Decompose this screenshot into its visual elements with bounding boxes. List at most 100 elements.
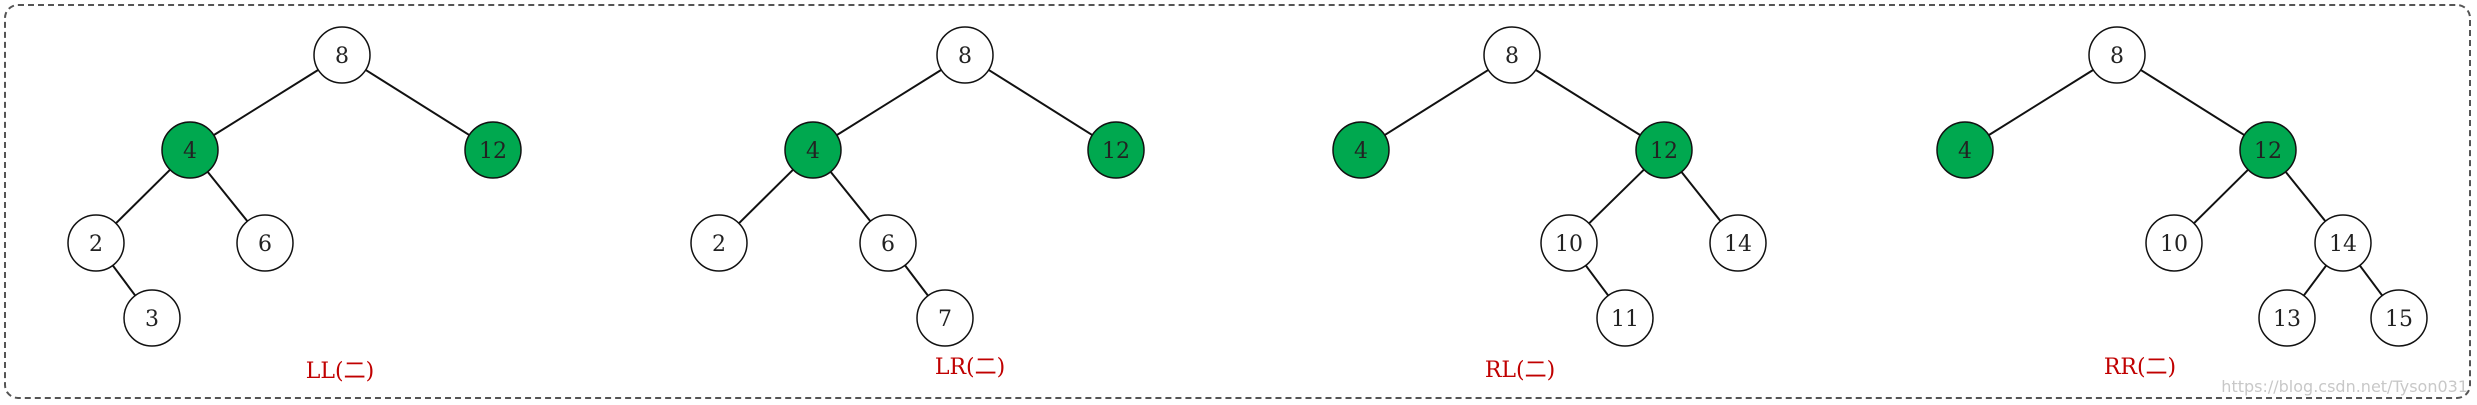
diagram-caption: LR(二) <box>935 355 1005 380</box>
node-label: 12 <box>2254 139 2282 164</box>
edge-n4-n2 <box>738 168 794 225</box>
edge-n8-n4 <box>1384 69 1489 136</box>
edge-n8-n12 <box>365 69 470 136</box>
edge-n8-n12 <box>988 69 1093 136</box>
tree-node: 12 <box>464 121 522 179</box>
edge-n12-n10 <box>1588 168 1645 225</box>
edge-n8-n4 <box>213 68 319 137</box>
tree-node: 12 <box>1635 121 1693 179</box>
node-label: 4 <box>183 139 197 164</box>
node-label: 8 <box>1505 44 1519 69</box>
edge-n12-n14 <box>2284 171 2327 222</box>
node-circle <box>1635 121 1693 179</box>
tree-node: 6 <box>859 214 917 272</box>
edge-n4-n6 <box>829 171 872 222</box>
tree-node: 4 <box>1332 121 1390 179</box>
node-circle <box>313 26 371 84</box>
node-circle <box>916 289 974 347</box>
edge-n8-n4 <box>836 68 942 137</box>
node-circle <box>67 214 125 272</box>
node-circle <box>2314 214 2372 272</box>
node-circle <box>236 214 294 272</box>
tree-node: 15 <box>2370 289 2428 347</box>
tree-node: 2 <box>690 214 748 272</box>
node-label: 4 <box>806 139 820 164</box>
tree-node: 4 <box>161 121 219 179</box>
node-circle <box>2258 289 2316 347</box>
tree-diagram-2: 8 4 12 2 6 7LR(二) <box>690 26 1145 380</box>
node-label: 2 <box>89 232 103 257</box>
edge-n12-n10 <box>2193 168 2249 225</box>
node-circle <box>1540 214 1598 272</box>
edge-n8-n12 <box>1535 68 1641 137</box>
node-circle <box>2370 289 2428 347</box>
edge-n8-n12 <box>2140 69 2245 136</box>
node-label: 12 <box>1102 139 1130 164</box>
node-circle <box>1332 121 1390 179</box>
edge-n14-n13 <box>2302 264 2328 297</box>
node-circle <box>1709 214 1767 272</box>
node-label: 8 <box>2110 44 2124 69</box>
node-circle <box>2088 26 2146 84</box>
tree-node: 12 <box>2239 121 2297 179</box>
tree-node: 13 <box>2258 289 2316 347</box>
node-label: 13 <box>2273 307 2301 332</box>
dashed-frame <box>4 4 2471 399</box>
node-circle <box>859 214 917 272</box>
tree-node: 7 <box>916 289 974 347</box>
node-label: 11 <box>1611 307 1639 332</box>
node-circle <box>936 26 994 84</box>
node-circle <box>123 289 181 347</box>
node-circle <box>2145 214 2203 272</box>
diagram-caption: RL(二) <box>1485 358 1555 383</box>
node-label: 10 <box>2160 232 2188 257</box>
node-label: 14 <box>1724 232 1752 257</box>
edge-n12-n14 <box>1680 171 1722 222</box>
node-label: 14 <box>2329 232 2357 257</box>
node-circle <box>2239 121 2297 179</box>
edge-n4-n6 <box>206 171 249 222</box>
tree-node: 10 <box>1540 214 1598 272</box>
node-label: 6 <box>881 232 895 257</box>
edge-n10-n11 <box>1584 264 1610 297</box>
node-circle <box>1483 26 1541 84</box>
tree-node: 8 <box>2088 26 2146 84</box>
node-label: 4 <box>1958 139 1972 164</box>
node-label: 12 <box>479 139 507 164</box>
tree-node: 14 <box>2314 214 2372 272</box>
node-circle <box>161 121 219 179</box>
tree-node: 12 <box>1087 121 1145 179</box>
node-label: 8 <box>958 44 972 69</box>
node-label: 12 <box>1650 139 1678 164</box>
watermark: https://blog.csdn.net/Tyson031 <box>2221 377 2468 396</box>
tree-node: 10 <box>2145 214 2203 272</box>
node-circle <box>464 121 522 179</box>
node-circle <box>1596 289 1654 347</box>
node-circle <box>1087 121 1145 179</box>
node-circle <box>784 121 842 179</box>
edge-n2-n3 <box>111 264 137 297</box>
tree-node: 2 <box>67 214 125 272</box>
tree-node: 8 <box>1483 26 1541 84</box>
node-circle <box>1936 121 1994 179</box>
tree-node: 14 <box>1709 214 1767 272</box>
node-label: 6 <box>258 232 272 257</box>
tree-node: 8 <box>936 26 994 84</box>
node-label: 15 <box>2385 307 2413 332</box>
node-circle <box>690 214 748 272</box>
edge-n4-n2 <box>115 168 171 225</box>
tree-node: 6 <box>236 214 294 272</box>
tree-node: 8 <box>313 26 371 84</box>
diagram-caption: LL(二) <box>306 359 374 384</box>
tree-node: 4 <box>784 121 842 179</box>
node-label: 3 <box>145 307 159 332</box>
node-label: 10 <box>1555 232 1583 257</box>
diagram-caption: RR(二) <box>2104 355 2176 380</box>
tree-node: 11 <box>1596 289 1654 347</box>
tree-diagram-1: 8 4 12 2 6 3LL(二) <box>67 26 522 384</box>
edge-n6-n7 <box>904 264 929 297</box>
node-label: 7 <box>938 307 952 332</box>
